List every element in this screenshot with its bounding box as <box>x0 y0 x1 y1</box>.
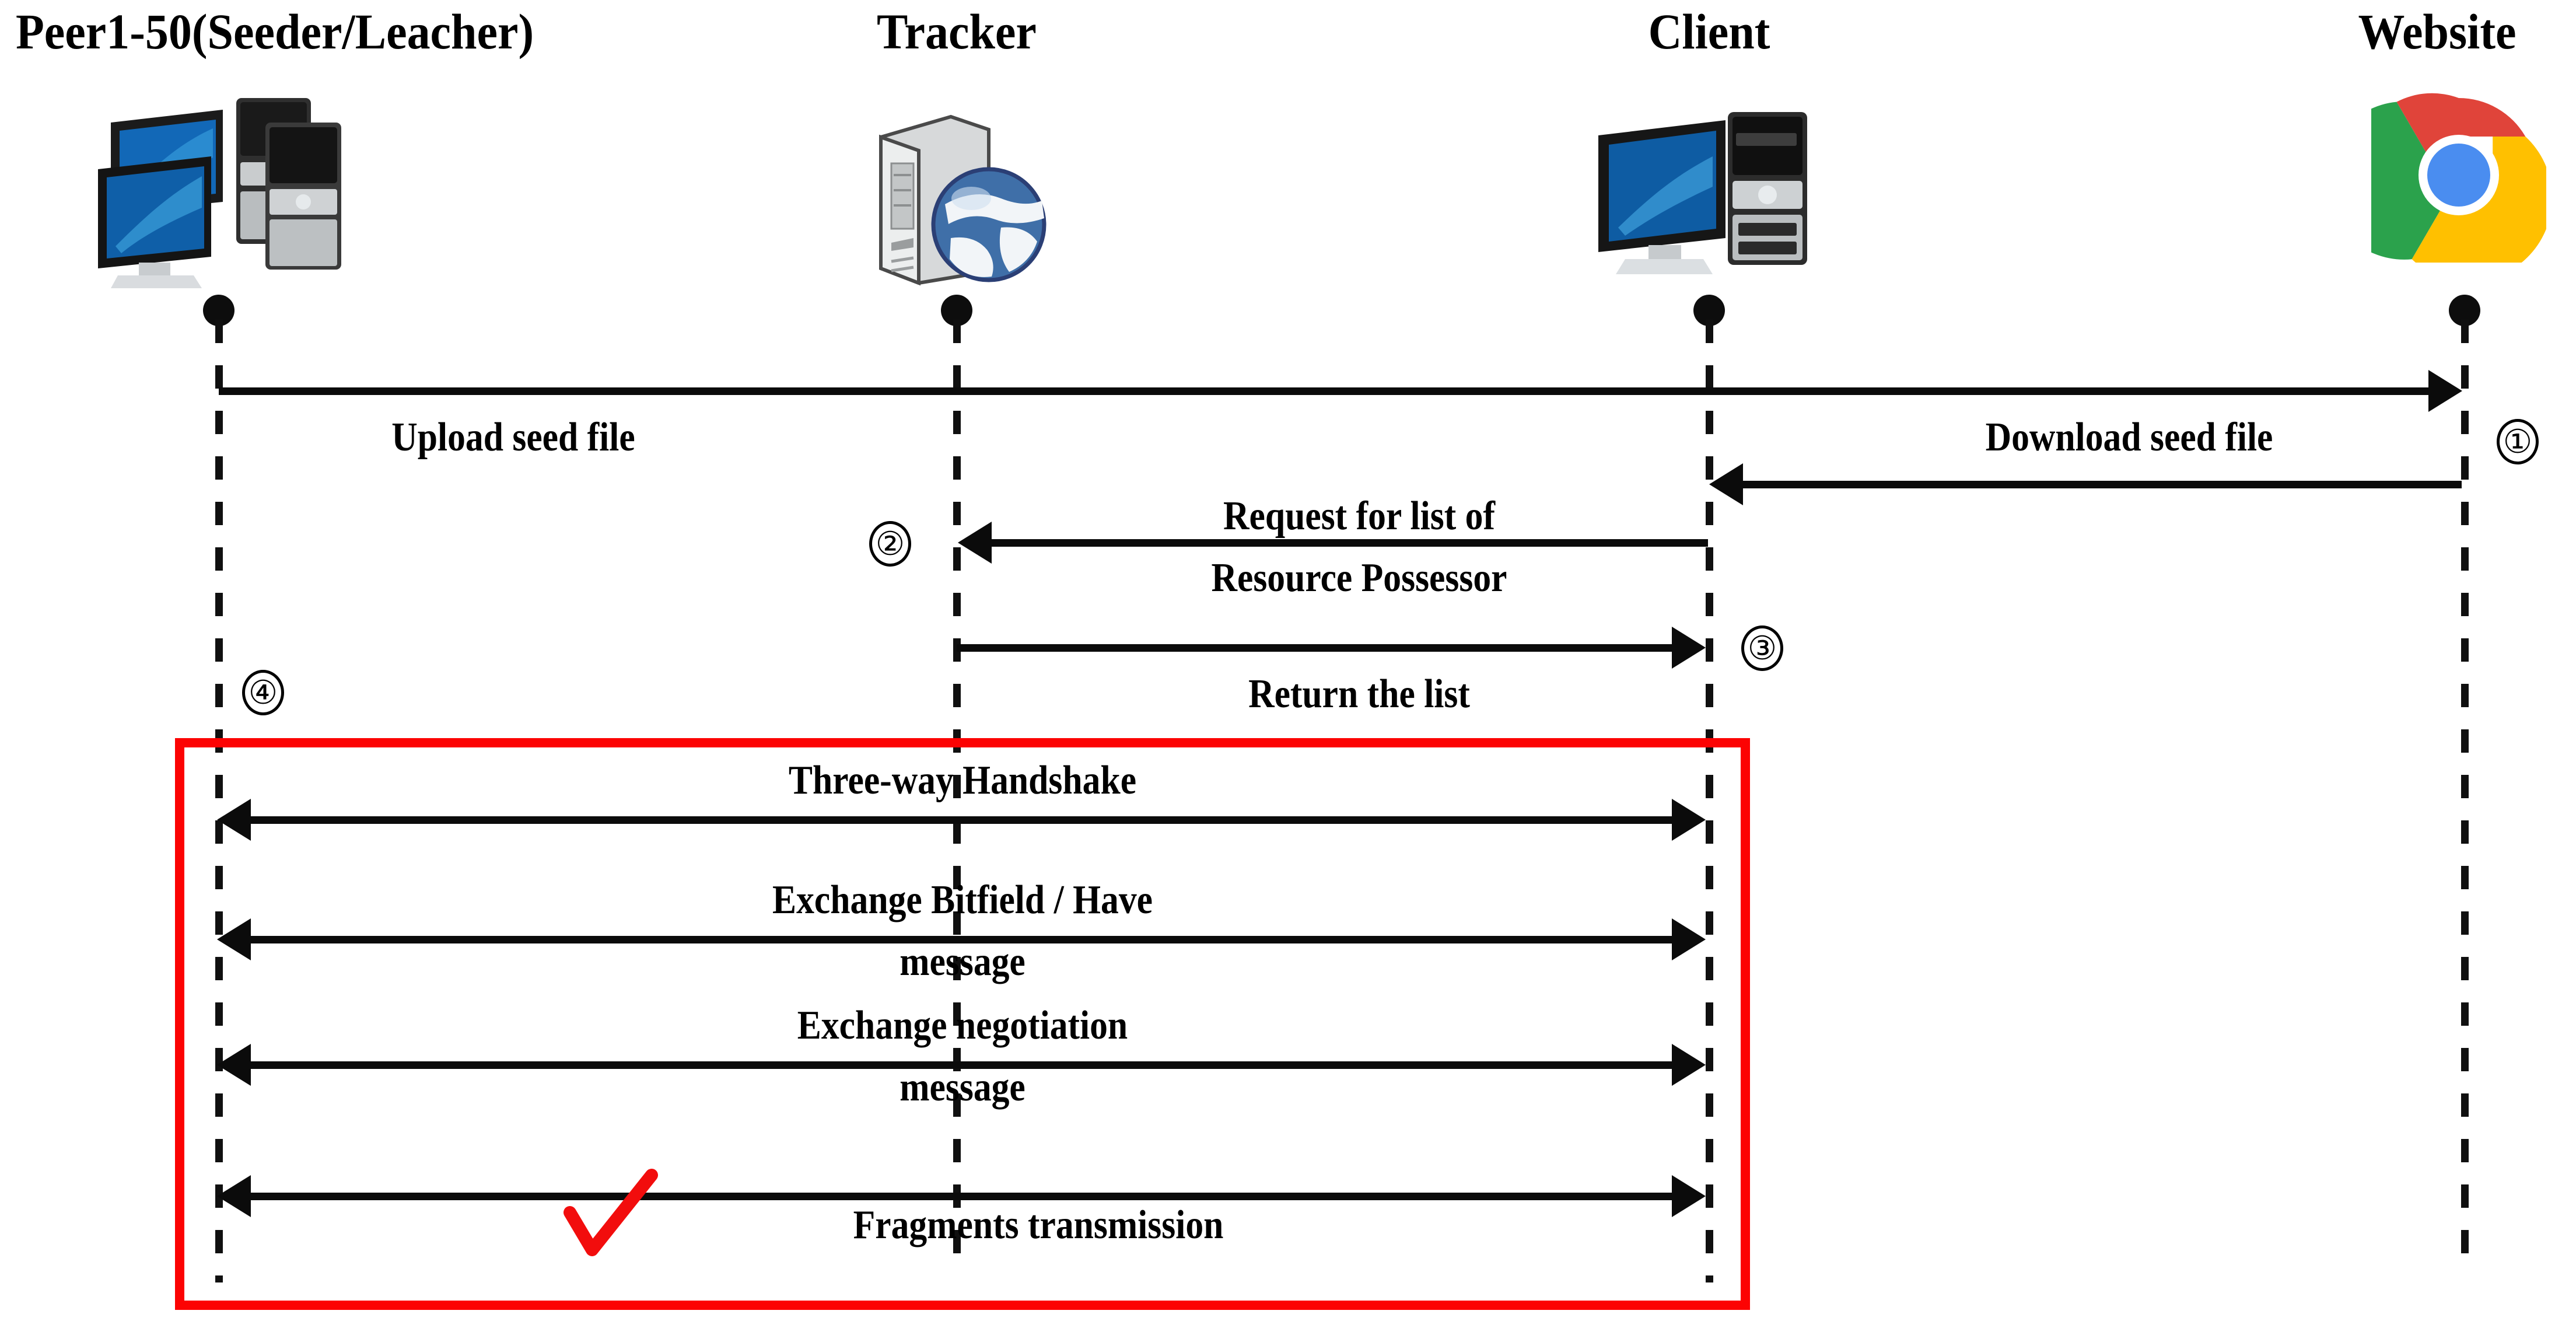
message-label-exchange-negotiation-line1: Exchange negotiation <box>797 1003 1128 1048</box>
message-line-exchange-negotiation <box>251 1061 1674 1069</box>
server-globe-icon <box>863 105 1056 286</box>
message-line-upload-seed-file <box>219 387 2430 395</box>
message-label-return-the-list: Return the list <box>1248 672 1470 717</box>
message-line-three-way-handshake <box>251 816 1674 824</box>
chrome-browser-icon <box>2325 88 2553 282</box>
arrow-head-three-way-handshake-right <box>1672 799 1706 841</box>
lifeline-client <box>1706 320 1713 1282</box>
message-line-request-resource-list <box>992 539 1708 547</box>
step-marker-four: ④ <box>242 670 284 715</box>
step-marker-three: ③ <box>1741 625 1783 671</box>
message-line-exchange-bitfield <box>251 936 1674 943</box>
lifeline-website <box>2461 320 2469 1271</box>
message-label-request-resource-list-line2: Resource Possessor <box>1211 555 1507 600</box>
message-line-download-seed-file <box>1743 481 2462 488</box>
message-line-fragments-transmission <box>251 1193 1674 1200</box>
arrow-head-fragments-transmission-left <box>217 1175 251 1217</box>
step-marker-one: ① <box>2497 419 2539 464</box>
actor-label-client: Client <box>1648 4 1770 60</box>
arrow-head-three-way-handshake-left <box>217 799 251 841</box>
arrow-head-exchange-negotiation-left <box>217 1044 251 1086</box>
message-label-download-seed-file: Download seed file <box>1985 415 2273 460</box>
step-marker-two: ② <box>869 521 911 567</box>
desktop-computer-icon <box>1592 99 1826 286</box>
actor-label-tracker: Tracker <box>877 4 1037 60</box>
message-label-exchange-negotiation-line2: message <box>900 1065 1026 1110</box>
actor-label-website: Website <box>2358 4 2516 60</box>
message-line-return-the-list <box>957 644 1673 652</box>
arrow-head-request-resource-list <box>958 522 992 564</box>
arrow-head-exchange-negotiation-right <box>1672 1044 1706 1086</box>
arrow-head-upload-seed-file <box>2428 370 2462 412</box>
arrow-head-download-seed-file <box>1709 463 1743 505</box>
message-label-request-resource-list-line1: Request for list of <box>1223 494 1495 539</box>
arrow-head-return-the-list <box>1672 627 1706 669</box>
message-label-three-way-handshake: Three-way Handshake <box>788 758 1137 803</box>
arrow-head-exchange-bitfield-left <box>217 918 251 960</box>
computers-group-icon <box>88 88 362 292</box>
message-label-fragments-transmission: Fragments transmission <box>853 1203 1224 1247</box>
message-label-exchange-bitfield-line1: Exchange Bitfield / Have <box>772 878 1153 922</box>
arrow-head-exchange-bitfield-right <box>1672 918 1706 960</box>
message-label-exchange-bitfield-line2: message <box>900 939 1026 984</box>
arrow-head-fragments-transmission-right <box>1672 1175 1706 1217</box>
actor-label-peer: Peer1-50(Seeder/Leacher) <box>15 4 534 60</box>
message-label-upload-seed-file: Upload seed file <box>391 415 635 460</box>
p2p-exchange-highlight-box <box>175 738 1750 1310</box>
